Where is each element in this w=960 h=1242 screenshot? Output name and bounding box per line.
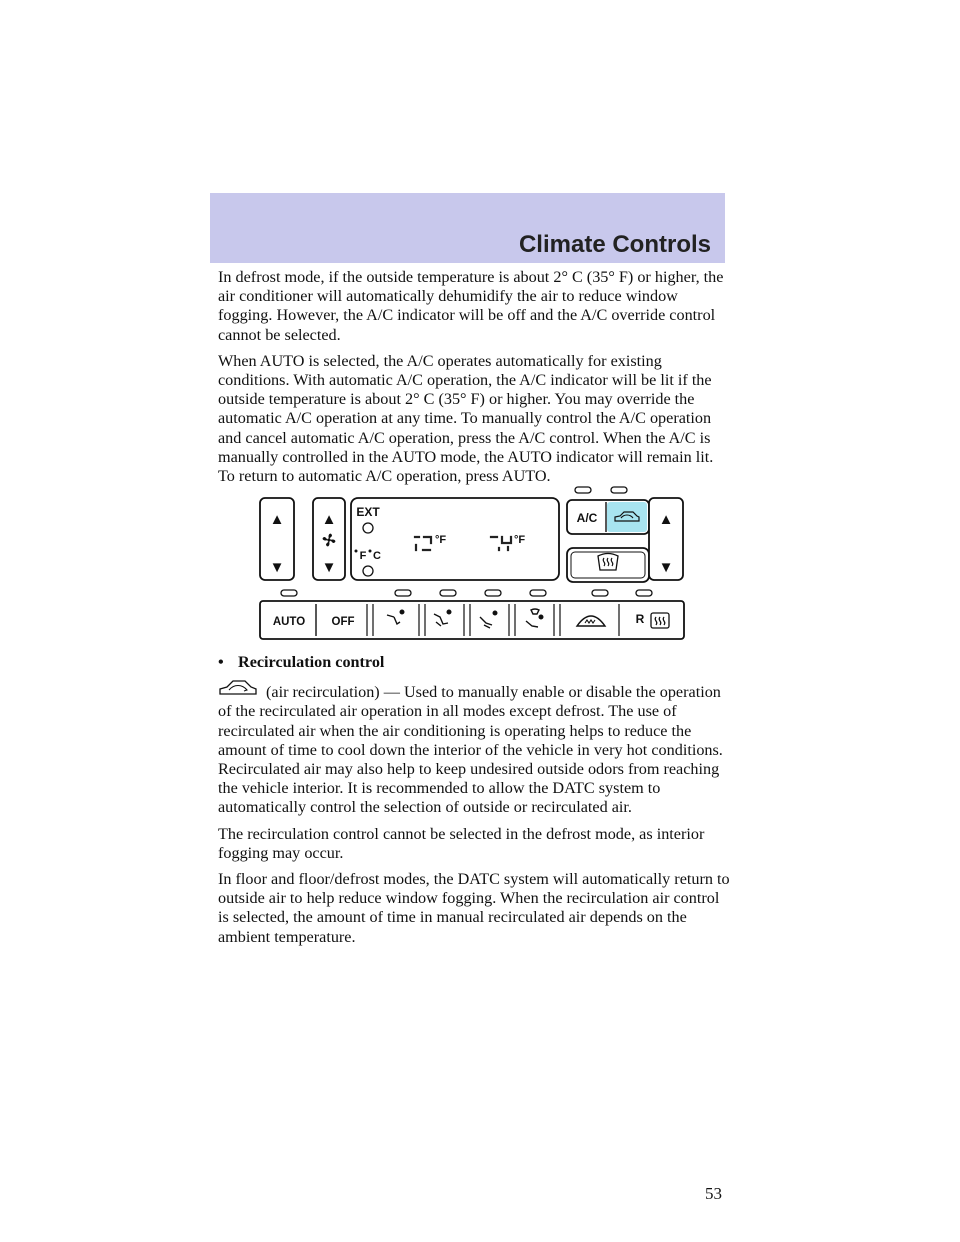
bullet: • [218, 653, 224, 671]
recirculation-description: (air recirculation) — Used to manually e… [218, 679, 730, 817]
passenger-temp-up-arrow: ▲ [659, 511, 674, 528]
climate-control-panel: ▲ ▼ ▲ ▼ EXT F C °F °F A/C ▲ ▼ [259, 486, 685, 640]
temperature-display [350, 497, 560, 581]
mode-indicator-lights [280, 589, 653, 597]
driver-temp-segments [413, 535, 433, 552]
windshield-defrost-icon [575, 615, 607, 627]
fan-down-arrow: ▼ [322, 559, 337, 576]
off-button[interactable] [317, 604, 367, 636]
unit-toggle-button[interactable] [362, 565, 374, 577]
floor-vent-icon [433, 609, 452, 627]
recirculation-icon [614, 511, 640, 522]
fan-up-arrow: ▲ [322, 511, 337, 528]
auto-button[interactable] [264, 604, 316, 636]
floor-defrost-icon [525, 608, 544, 628]
fan-icon [322, 533, 336, 547]
passenger-temp-segments [489, 535, 513, 552]
off-label: OFF [332, 616, 355, 628]
unit-c-label: C [373, 550, 381, 562]
section-title: Climate Controls [518, 231, 711, 258]
driver-temp-down-arrow: ▼ [270, 559, 285, 576]
indicator-light [610, 486, 628, 494]
auto-mode-paragraph: When AUTO is selected, the A/C operates … [218, 351, 714, 486]
unit-f-label: F [360, 550, 367, 562]
driver-temp-button[interactable] [259, 497, 295, 581]
recirculation-heading-text: Recirculation control [238, 653, 385, 671]
ac-button[interactable] [569, 502, 605, 532]
floor-mode-paragraph: In floor and floor/defrost modes, the DA… [218, 870, 730, 946]
panel-vent-icon [386, 609, 405, 626]
passenger-temp-unit: °F [514, 534, 525, 546]
ac-label: A/C [577, 511, 598, 525]
auto-label: AUTO [273, 616, 305, 628]
driver-temp-unit: °F [435, 534, 446, 546]
indicator-light [574, 486, 592, 494]
intro-text-block: In defrost mode, if the outside temperat… [218, 268, 730, 493]
page-number: 53 [705, 1184, 722, 1203]
ext-label: EXT [356, 505, 380, 519]
rear-defrost-icon [650, 612, 670, 629]
recirculation-icon [219, 680, 257, 695]
passenger-temp-button[interactable] [648, 497, 684, 581]
recirculation-button[interactable] [607, 502, 647, 532]
passenger-temp-down-arrow: ▼ [659, 559, 674, 576]
ext-button[interactable] [362, 522, 374, 534]
recirculation-text-block: • Recirculation control (air recirculatio… [218, 653, 730, 954]
defrost-mode-paragraph: In defrost mode, if the outside temperat… [218, 268, 724, 344]
defrost-icon [597, 552, 619, 571]
rear-defrost-label: R [636, 612, 645, 626]
section-header-band: Climate Controls [210, 193, 725, 263]
recirculation-heading: • Recirculation control [218, 653, 730, 672]
defrost-restriction-paragraph: The recirculation control cannot be sele… [218, 824, 705, 862]
floor-icon [479, 610, 498, 629]
driver-temp-up-arrow: ▲ [270, 511, 285, 528]
